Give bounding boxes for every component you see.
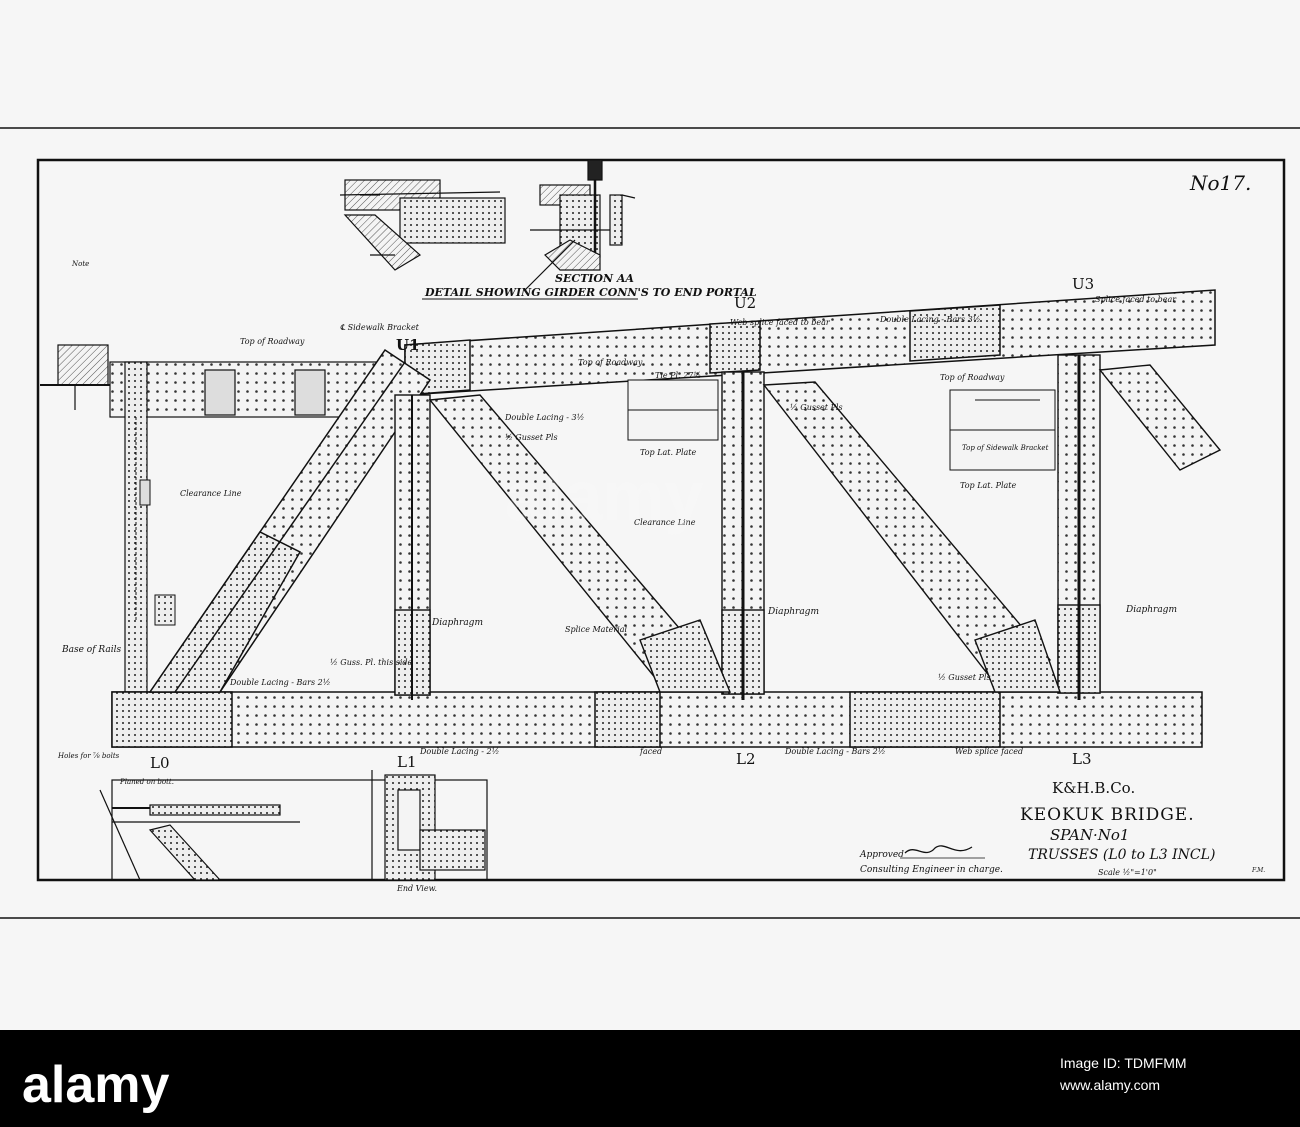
label-double-lacing-l0: Double Lacing - Bars 2½ [229, 678, 331, 687]
label-web-splice-faced: Web splice faced [955, 747, 1023, 756]
sheet-number: No17. [1189, 171, 1251, 195]
label-splice-faced: Splice faced to bear [1095, 295, 1177, 304]
verticals [394, 354, 1101, 700]
label-sidewalk-bracket: ℄ Sidewalk Bracket [340, 323, 420, 332]
label-double-lacing-mid: Double Lacing - 3½ [504, 413, 584, 422]
top-chord [404, 289, 1216, 396]
svg-text:alamy: alamy [22, 1056, 170, 1114]
hanger [135, 417, 176, 626]
label-diaphragm-2: Diaphragm [767, 607, 819, 617]
label-double-lacing-top: Double Lacing - Bars 3½ [879, 315, 981, 324]
node-l2: L2 [736, 750, 756, 768]
note-label: Note [71, 260, 89, 268]
label-base-of-rails: Base of Rails [61, 645, 122, 655]
node-l0: L0 [150, 754, 170, 772]
label-double-lacing-l1: Double Lacing - 2½ [419, 747, 499, 756]
label-top-roadway-1: Top of Roadway [240, 337, 305, 346]
corner-initials: F.M. [1251, 867, 1265, 874]
approved-label: Approved [859, 850, 904, 860]
svg-text:Image ID: TDMFMM: Image ID: TDMFMM [1060, 1055, 1187, 1071]
label-clearance-line-1: Clearance Line [180, 489, 242, 498]
title-span: SPAN·No1 [1050, 826, 1129, 844]
svg-text:www.alamy.com: www.alamy.com [1059, 1077, 1160, 1093]
label-gusset-2: ½ Gusset Pls [790, 403, 843, 412]
sheet-border [0, 127, 1300, 919]
node-l3: L3 [1072, 750, 1092, 768]
end-post [148, 348, 432, 693]
label-diaphragm-1: Diaphragm [431, 618, 483, 628]
title-company: K&H.B.Co. [1052, 779, 1135, 797]
diagonals [428, 364, 1222, 693]
stock-watermark-logo: alamy [505, 457, 704, 535]
watermark-bar [0, 1030, 1300, 1127]
section-label: SECTION AA [555, 272, 634, 285]
node-u1: U1 [396, 336, 420, 354]
watermark-bar-logo: alamy Image ID: TDMFMM www.alamy.com [22, 1055, 1187, 1114]
label-top-lat-plate-1: Top Lat. Plate [640, 448, 697, 457]
label-planed: Planed on bott. [119, 778, 174, 786]
label-clearance-line-2: Clearance Line [634, 518, 696, 527]
label-holes: Holes for ⅞ bolts [57, 752, 120, 760]
label-end-view: End View. [396, 884, 437, 893]
svg-text:alamy: alamy [505, 457, 704, 535]
node-l1: L1 [397, 753, 417, 771]
engineer-label: Consulting Engineer in charge. [860, 865, 1003, 875]
title-bridge: KEOKUK BRIDGE. [1020, 805, 1195, 825]
label-top-lat-plate-2: Top Lat. Plate [960, 481, 1017, 490]
top-lateral-details [627, 379, 1056, 471]
node-u2: U2 [734, 294, 756, 312]
label-top-roadway-3: Top of Roadway [940, 373, 1005, 382]
bottom-chord [111, 691, 1203, 748]
label-diaphragm-3: Diaphragm [1125, 605, 1177, 615]
title-scale: Scale ½"=1'0" [1098, 868, 1157, 877]
detail-caption: DETAIL SHOWING GIRDER CONN'S TO END PORT… [424, 286, 757, 299]
label-faced: faced [639, 747, 662, 756]
label-top-sidewalk-bracket: Top of Sidewalk Bracket [962, 444, 1049, 452]
label-tie-pl: Tie Pl. 27½ [655, 371, 701, 380]
label-double-lacing-l2: Double Lacing - Bars 2½ [784, 747, 886, 756]
title-trusses: TRUSSES (L0 to L3 INCL) [1028, 847, 1215, 863]
shoe-detail [99, 770, 488, 881]
label-gusset-this-side: ½ Guss. Pl. this side [330, 658, 413, 667]
girder-connection-detail [339, 159, 636, 291]
label-top-roadway-2: Top of Roadway [578, 358, 643, 367]
approver-signature [904, 845, 973, 854]
label-gusset-1: ½ Gusset Pls [505, 433, 558, 442]
label-gusset-3: ½ Gusset Pls [938, 673, 991, 682]
label-splice-material: Splice Material [565, 625, 628, 634]
label-web-splice: Web splice faced to bear [730, 318, 831, 327]
node-u3: U3 [1072, 275, 1094, 293]
